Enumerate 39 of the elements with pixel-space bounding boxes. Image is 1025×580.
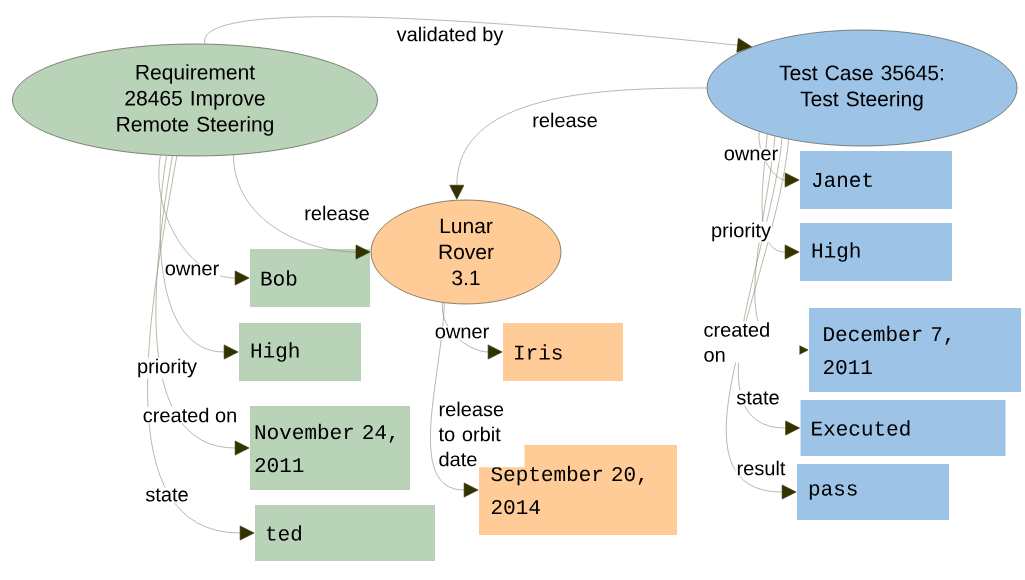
edge-label: state bbox=[735, 390, 781, 406]
edge-label: priority bbox=[710, 221, 772, 243]
value-box: Iris bbox=[503, 323, 623, 381]
edge-label: state bbox=[144, 487, 190, 503]
arrow bbox=[155, 155, 250, 456]
edge-label: result bbox=[735, 459, 787, 477]
arrow bbox=[159, 155, 239, 360]
value-box: ted bbox=[255, 505, 435, 561]
ellipse-node: Test Case 35645: Test Steering bbox=[706, 29, 1018, 147]
arrow bbox=[442, 302, 503, 360]
value-box: September 20, 2014 bbox=[479, 445, 677, 535]
value-box: December 7, 2011 bbox=[809, 308, 1021, 392]
edge-label: release to orbit date bbox=[437, 400, 525, 468]
value-box: High bbox=[800, 223, 952, 281]
ellipse-node: Requirement 28465 Improve Remote Steering bbox=[12, 43, 378, 157]
arrow bbox=[758, 131, 800, 188]
edge-label: owner bbox=[433, 326, 491, 340]
edge-label: release bbox=[531, 111, 599, 129]
arrow bbox=[233, 154, 371, 260]
value-box: High bbox=[239, 323, 361, 381]
edge-label: priority bbox=[136, 357, 198, 379]
ellipse-node: Lunar Rover 3.1 bbox=[370, 199, 562, 305]
value-box: Executed bbox=[800, 400, 1006, 456]
arrow bbox=[761, 133, 800, 260]
arrow bbox=[158, 155, 250, 286]
value-box: Janet bbox=[800, 151, 952, 209]
value-box: Bob bbox=[250, 249, 370, 307]
edge-label: owner bbox=[722, 148, 780, 162]
edge-label: created on bbox=[141, 406, 239, 424]
edge-label: created on bbox=[702, 321, 800, 363]
edge-label: validated by bbox=[395, 25, 505, 47]
edge-label: owner bbox=[163, 263, 221, 277]
arrow bbox=[430, 302, 479, 498]
arrow bbox=[147, 155, 255, 541]
edge-label: release bbox=[303, 204, 371, 222]
arrow bbox=[449, 87, 707, 200]
value-box: November 24, 2011 bbox=[250, 406, 410, 490]
value-box: pass bbox=[797, 464, 949, 520]
arrow bbox=[204, 16, 752, 53]
